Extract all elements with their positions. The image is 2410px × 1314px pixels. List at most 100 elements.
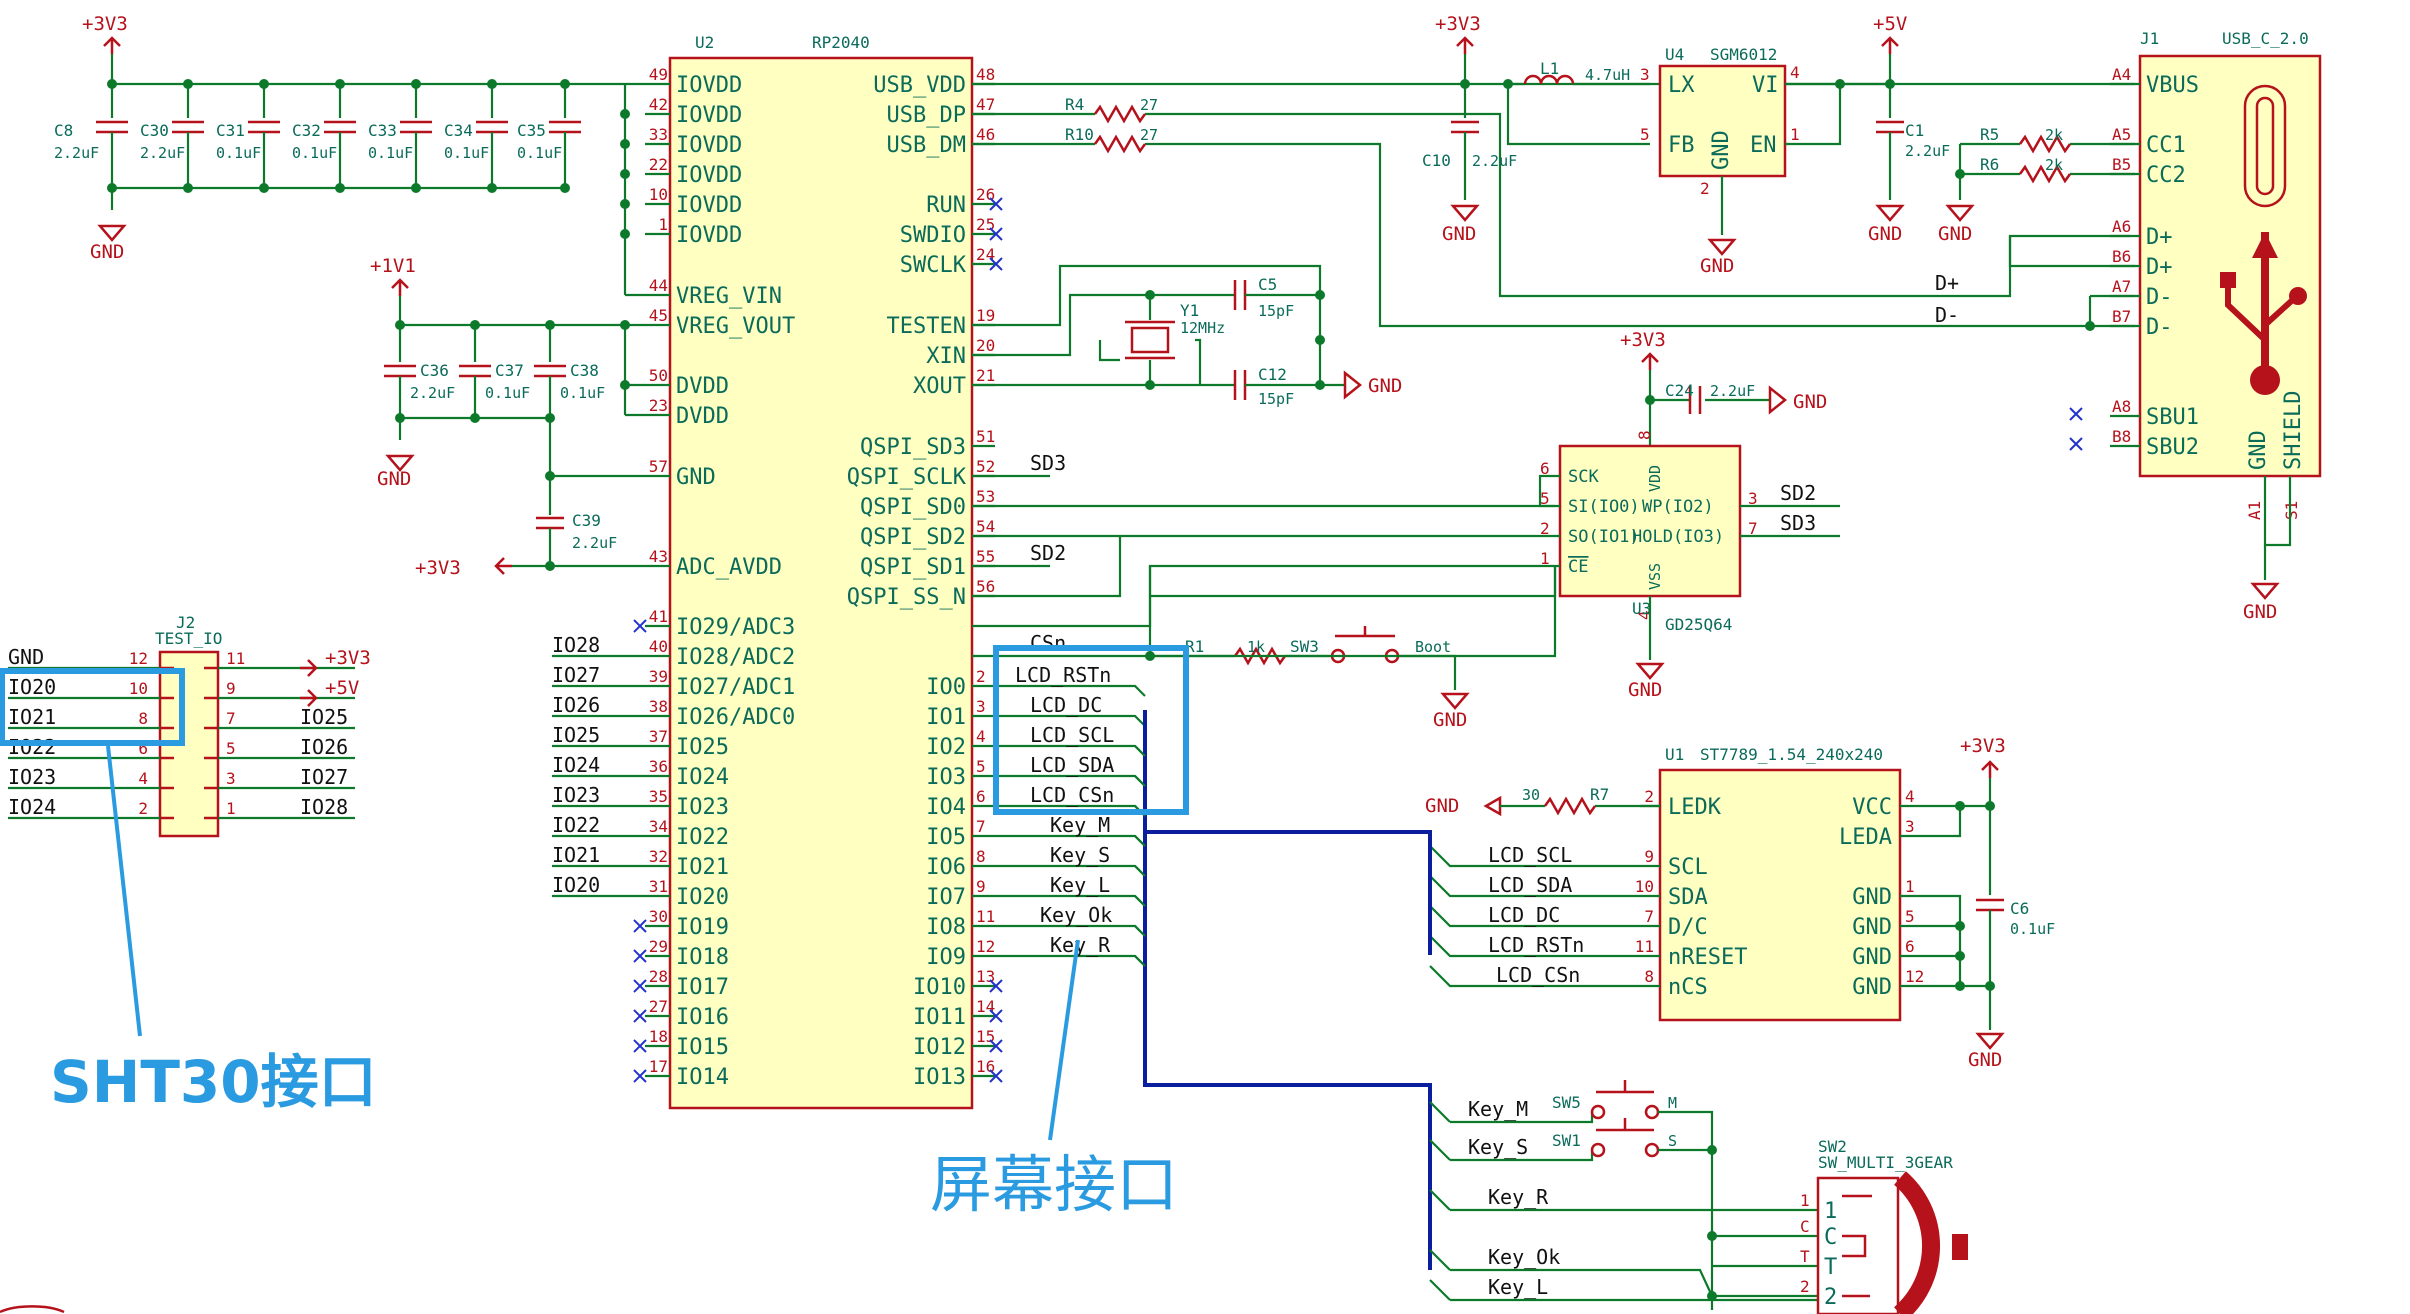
u2-pin-number: 39 [649,667,668,686]
u2-pin-name: IO21 [676,855,729,880]
c12-value: 15pF [1258,390,1294,408]
u1-pin-name: VCC [1852,795,1892,820]
cap-ref-c32: C32 [292,121,321,140]
no-connect-mark [633,919,647,933]
u1-pin-number: 12 [1905,967,1924,986]
gnd-label-ledk: GND [1425,795,1459,817]
u1-pin-number: 10 [1635,877,1654,896]
net-label-lcd_scl: LCD_SCL [1030,723,1114,747]
sw2-pin-number: T [1800,1247,1810,1266]
junction-dot [395,413,405,423]
c10-ref: C10 [1422,151,1451,170]
u3-pin-so: SO(IO1) [1568,527,1640,547]
net-label-key_r: Key_R [1050,933,1111,957]
u2-pin-number: 53 [976,487,995,506]
j2-pin-number: 12 [129,649,148,668]
net-label-io28: IO28 [552,633,600,657]
j1-pin-name: SBU2 [2146,435,2199,460]
u3-pin-7: 7 [1748,519,1758,538]
net-label-io21: IO21 [552,843,600,867]
j2-ref: J2 [176,613,195,632]
sw5-ref: SW5 [1552,1093,1581,1112]
r6-ref: R6 [1980,155,1999,174]
net-label-dminus: D- [1935,303,1959,327]
u1-pin-name: LEDK [1668,795,1722,820]
j1-pin-name: VBUS [2146,73,2199,98]
gnd-label-boot: GND [1433,709,1467,731]
junction-dot [183,79,193,89]
u1-value: ST7789_1.54_240x240 [1700,745,1883,764]
u2-pin-number: 50 [649,366,668,385]
key-c-wire [1712,1234,1818,1268]
no-connect-mark [989,227,1003,241]
u1-pin-name: SCL [1668,855,1708,880]
cap-ref-c35: C35 [517,121,546,140]
c1-value: 2.2uF [1905,142,1950,160]
l1-value: 4.7uH [1585,66,1630,84]
net-label-io26: IO26 [552,693,600,717]
cap-ref-c31: C31 [216,121,245,140]
u2-pin-number: 48 [976,65,995,84]
u1-pin-name: D/C [1668,915,1708,940]
power-label-3v3-top-left: +3V3 [82,13,128,35]
u1-pin-number: 3 [1905,817,1915,836]
u2-pin-name: IO25 [676,735,729,760]
annotations: SHT30接口 屏幕接口 [0,645,1189,1221]
u2-pin-name: IO16 [676,1005,729,1030]
j2-net-io22: IO22 [8,735,56,759]
u2-pin-name: IO24 [676,765,729,790]
u1-pin-number: 1 [1905,877,1915,896]
u2-pin-number: 40 [649,637,668,656]
r1-ref: R1 [1185,637,1204,656]
cap-value-c32: 0.1uF [292,144,337,162]
j1-ref: J1 [2140,29,2159,48]
u2-pin-number: 57 [649,457,668,476]
gnd-label-vreg-caps: GND [377,468,411,490]
gnd-label-top-caps: GND [90,241,124,263]
key-net-entry [1429,1249,1451,1271]
j2-net-io26: IO26 [300,735,348,759]
net-label-sd2: SD2 [1030,541,1066,565]
usb-c-port-icon [2243,84,2287,208]
u2-pin-name: IO12 [913,1035,966,1060]
sw2-pin-number: 2 [1800,1277,1810,1296]
boot-label: Boot [1415,638,1451,656]
u2-pin-name: IO13 [913,1065,966,1090]
u1-pin-name: GND [1852,975,1892,1000]
j1-pin-number: B7 [2112,307,2131,326]
cap-ref-c37: C37 [495,361,524,380]
j2-net-plus3v3: +3V3 [325,647,371,669]
j1-body [2138,54,2322,478]
net-label-io27: IO27 [552,663,600,687]
signal-bus [1134,710,1432,1270]
u2-pin-name: IO5 [926,825,966,850]
u2-pin-name: IO27/ADC1 [676,675,795,700]
sw2-pin-number: C [1800,1217,1810,1236]
cap-ref-c34: C34 [444,121,473,140]
net-label-io23: IO23 [552,783,600,807]
capacitor-symbol [96,120,128,134]
junction-dot [395,320,405,330]
u2-pin-number: 42 [649,95,668,114]
u2-pin-number: 49 [649,65,668,84]
net-label-u1-lcd_csn: LCD_CSn [1496,963,1580,987]
io-net-wire [995,684,1146,697]
u4-pin-3: 3 [1640,65,1650,84]
u3-pin-sck: SCK [1568,467,1599,487]
j2-pin-number: 3 [226,769,236,788]
j1-pin-number: B8 [2112,427,2131,446]
j1-pin-name: SBU1 [2146,405,2199,430]
u2-pin-name: IO4 [926,795,966,820]
bus-entry [1134,835,1146,847]
sw2-pin-number: 1 [1800,1191,1810,1210]
c6-ref: C6 [2010,899,2029,918]
no-connect-mark [989,257,1003,271]
u3-ref: U3 [1632,599,1651,618]
u2-pin-number: 51 [976,427,995,446]
r5-value: 2k [2045,126,2063,144]
junction-dot [335,183,345,193]
net-label-io20: IO20 [552,873,600,897]
u2-pin-name: IO6 [926,855,966,880]
cap-value-c33: 0.1uF [368,144,413,162]
